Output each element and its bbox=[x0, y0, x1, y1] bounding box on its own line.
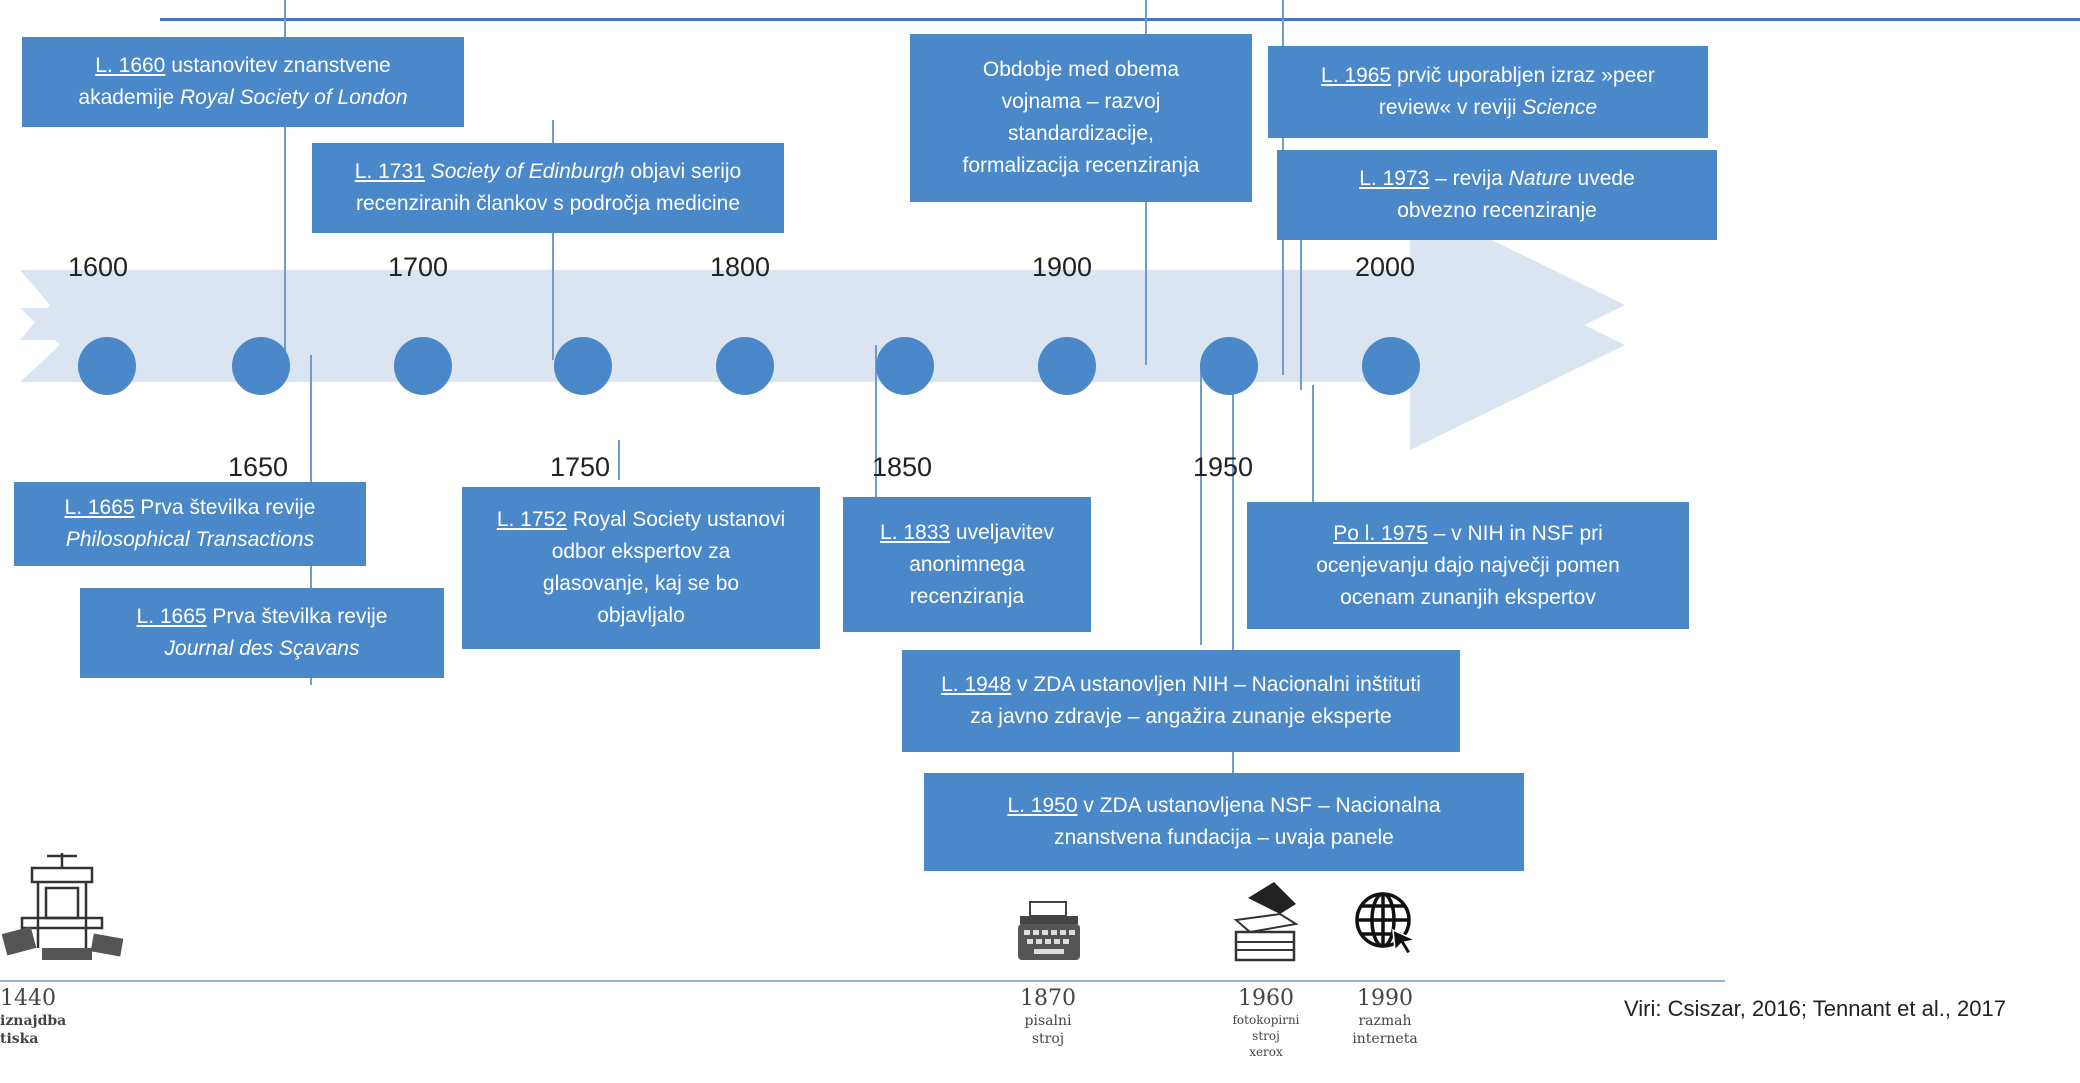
timeline-dot-1700 bbox=[394, 337, 452, 395]
inventions-baseline bbox=[0, 980, 1725, 982]
century-label-1700: 1700 bbox=[388, 252, 449, 282]
event-box-1731: L. 1731 Society of Edinburgh objavi seri… bbox=[312, 143, 784, 233]
event-box-1948: L. 1948 v ZDA ustanovljen NIH – Nacional… bbox=[902, 650, 1460, 752]
timeline-dot-1750 bbox=[554, 337, 612, 395]
half-century-label-1950: 1950 bbox=[1193, 452, 1254, 482]
connector-1950 bbox=[1232, 385, 1234, 775]
top-rule bbox=[160, 18, 2080, 21]
event-box-1660: L. 1660 ustanovitev znanstvene akademije… bbox=[22, 37, 464, 127]
typewriter-icon bbox=[1018, 901, 1080, 960]
timeline-dot-1900 bbox=[1038, 337, 1096, 395]
timeline-dot-1850 bbox=[876, 337, 934, 395]
event-box-1665-journal-des-scavans: L. 1665 Prva številka revije Journal des… bbox=[80, 588, 444, 678]
event-box-1975: Po l. 1975 – v NIH in NSF pri ocenjevanj… bbox=[1247, 502, 1689, 629]
event-box-1833: L. 1833 uveljavitev anonimnega recenzira… bbox=[843, 497, 1091, 632]
timeline-dot-1600 bbox=[78, 337, 136, 395]
invention-label-typewriter: 1870 pisalni stroj bbox=[1020, 986, 1076, 1047]
connector-1660 bbox=[284, 0, 286, 370]
globe-icon bbox=[1355, 892, 1417, 954]
event-box-1950: L. 1950 v ZDA ustanovljena NSF – Naciona… bbox=[924, 773, 1524, 871]
connector-1975 bbox=[1312, 385, 1314, 505]
printing-press-icon bbox=[2, 853, 124, 960]
timeline-dot-1800 bbox=[716, 337, 774, 395]
half-century-label-1650: 1650 bbox=[228, 452, 289, 482]
half-century-label-1750: 1750 bbox=[550, 452, 611, 482]
half-century-label-1850: 1850 bbox=[872, 452, 933, 482]
timeline-dot-1950 bbox=[1200, 337, 1258, 395]
photocopier-icon bbox=[1233, 882, 1299, 962]
century-label-1900: 1900 bbox=[1032, 252, 1093, 282]
event-box-1665-philosophical-transactions: L. 1665 Prva številka revije Philosophic… bbox=[14, 482, 366, 566]
connector-1948 bbox=[1200, 365, 1202, 645]
connector-1752 bbox=[618, 440, 620, 480]
timeline-arrow bbox=[20, 240, 1625, 450]
century-label-2000: 2000 bbox=[1355, 252, 1416, 282]
invention-label-printing: 1440 iznajdba tiska bbox=[0, 986, 67, 1047]
century-label-1800: 1800 bbox=[710, 252, 771, 282]
invention-label-internet: 1990 razmah interneta bbox=[1352, 986, 1418, 1047]
connector-1973 bbox=[1300, 230, 1302, 390]
source-citation: Viri: Csiszar, 2016; Tennant et al., 201… bbox=[1624, 996, 2006, 1021]
invention-label-photocopier: 1960 fotokopirni stroj xerox bbox=[1232, 986, 1300, 1059]
event-box-interwar: Obdobje med obema vojnama – razvoj stand… bbox=[910, 34, 1252, 202]
century-label-1600: 1600 bbox=[68, 252, 129, 282]
connector-1731 bbox=[552, 120, 554, 360]
connector-1833 bbox=[875, 345, 877, 585]
event-box-1752: L. 1752 Royal Society ustanovi odbor eks… bbox=[462, 487, 820, 649]
timeline-dot-1650 bbox=[232, 337, 290, 395]
timeline-dot-2000 bbox=[1362, 337, 1420, 395]
event-box-1965-peer-review: L. 1965 prvič uporabljen izraz »peer rev… bbox=[1268, 46, 1708, 138]
event-box-1973: L. 1973 – revija Nature uvede obvezno re… bbox=[1277, 150, 1717, 240]
